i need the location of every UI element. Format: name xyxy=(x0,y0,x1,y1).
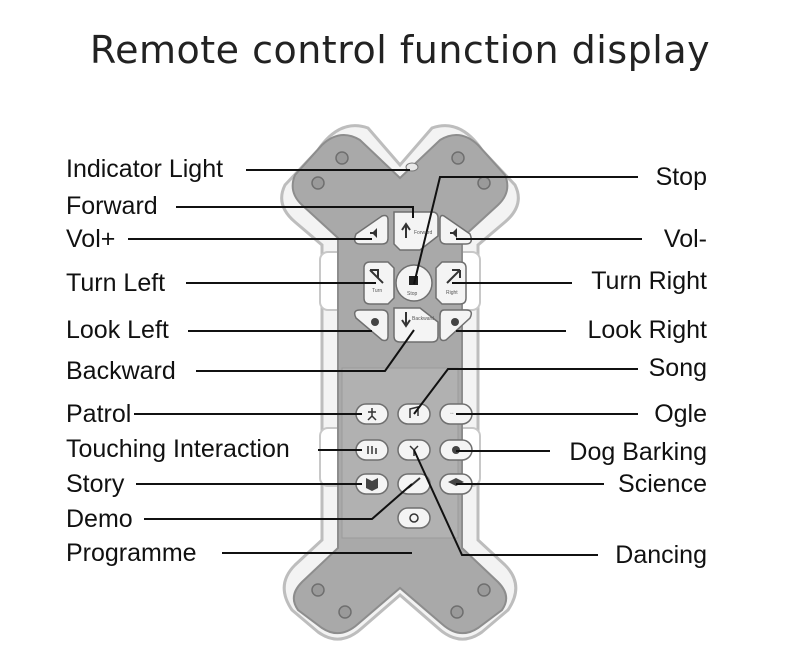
leader-forward xyxy=(176,206,414,218)
label-song: Song xyxy=(648,354,707,382)
label-touching-interaction: Touching Interaction xyxy=(66,435,290,463)
programme-button[interactable] xyxy=(397,507,431,529)
stop-square-icon xyxy=(409,276,418,285)
arrow-down-icon xyxy=(401,312,411,328)
stop-button-text: Stop xyxy=(407,291,418,297)
label-ogle: Ogle xyxy=(654,400,707,428)
label-vol-plus: Vol+ xyxy=(66,225,116,253)
forward-button[interactable]: Forward xyxy=(393,211,439,251)
vol-plus-button[interactable] xyxy=(353,214,389,245)
look-left-button[interactable] xyxy=(353,309,389,342)
label-programme: Programme xyxy=(66,539,197,567)
leader-stop xyxy=(413,176,638,285)
hand-icon xyxy=(367,446,377,454)
turn-right-button-text: Right xyxy=(446,290,458,296)
turn-left-button-text: Turn xyxy=(372,288,382,294)
label-backward: Backward xyxy=(66,357,176,385)
speaker-plus-icon xyxy=(370,228,377,238)
look-right-icon xyxy=(451,318,459,326)
walking-person-icon xyxy=(367,408,377,421)
music-note-icon xyxy=(409,406,419,418)
turn-right-button[interactable]: Right xyxy=(435,261,467,305)
leader-backward xyxy=(196,329,415,372)
leader-song xyxy=(413,368,638,415)
label-story: Story xyxy=(66,470,125,498)
forward-button-text: Forward xyxy=(414,230,433,236)
vol-minus-button[interactable] xyxy=(439,214,473,245)
arrow-up-icon xyxy=(401,222,411,238)
story-button[interactable] xyxy=(355,473,389,495)
backward-button-text: Backward xyxy=(412,316,434,322)
leader-dancing xyxy=(413,449,598,556)
label-dog-barking: Dog Barking xyxy=(569,438,707,466)
label-turn-left: Turn Left xyxy=(66,269,166,297)
ogle-eyes-icon: ◦◦ xyxy=(450,411,454,417)
label-science: Science xyxy=(618,470,707,498)
leader-lines xyxy=(128,169,642,556)
look-right-button[interactable] xyxy=(439,309,473,342)
leader-demo xyxy=(144,483,413,520)
turn-right-arrow-icon xyxy=(446,269,461,284)
label-look-left: Look Left xyxy=(66,316,169,344)
label-vol-minus: Vol- xyxy=(663,225,707,253)
turn-left-arrow-icon xyxy=(369,269,384,284)
label-look-right: Look Right xyxy=(587,316,707,344)
gear-icon xyxy=(409,513,419,523)
speaker-minus-icon xyxy=(450,228,457,238)
look-left-icon xyxy=(371,318,379,326)
label-demo: Demo xyxy=(66,505,133,533)
backward-button[interactable]: Backward xyxy=(393,307,439,343)
label-stop: Stop xyxy=(655,163,707,191)
label-dancing: Dancing xyxy=(615,541,707,569)
screws xyxy=(311,151,491,619)
label-patrol: Patrol xyxy=(66,400,132,428)
label-turn-right: Turn Right xyxy=(591,267,707,295)
book-icon xyxy=(366,478,378,491)
turn-left-button[interactable]: Turn xyxy=(363,261,395,305)
page-title: Remote control function display xyxy=(89,28,711,72)
label-forward: Forward xyxy=(66,192,158,220)
label-indicator-light: Indicator Light xyxy=(66,155,224,183)
